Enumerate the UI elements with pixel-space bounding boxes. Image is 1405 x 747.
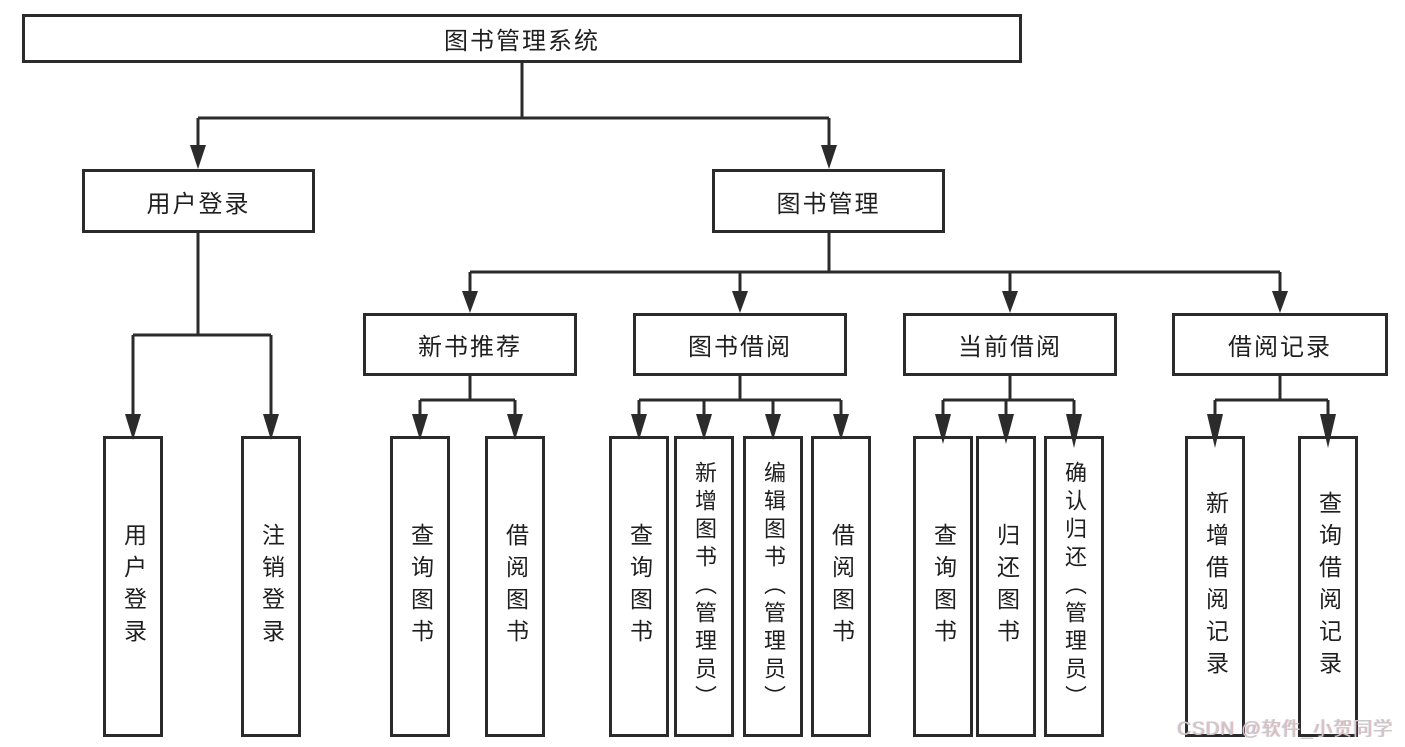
leaf-label: 借阅图书 (828, 522, 855, 651)
leaf-label: 查询借阅记录 (1315, 490, 1342, 683)
node-label: 借阅记录 (1228, 334, 1332, 361)
leaf-label: 查询图书 (626, 522, 653, 651)
arrow-down-icon (732, 291, 748, 313)
arrow-down-icon (462, 291, 478, 313)
node-label: 用户登录 (146, 190, 251, 218)
leaf-borrow-books-recommend: 借阅图书 (485, 436, 545, 737)
arrow-down-icon (190, 145, 206, 169)
leaf-add-borrow-record: 新增借阅记录 (1185, 436, 1245, 737)
leaf-label: 用户登录 (120, 522, 147, 651)
leaf-query-books-current: 查询图书 (913, 436, 973, 737)
node-book-borrow: 图书借阅 (633, 313, 847, 376)
leaf-query-borrow-record: 查询借阅记录 (1298, 436, 1358, 737)
leaf-label: 确认归还（管理员） (1062, 460, 1087, 713)
node-user-login: 用户登录 (82, 169, 315, 233)
leaf-return-book: 归还图书 (976, 436, 1036, 737)
leaf-borrow-books: 借阅图书 (811, 436, 871, 737)
arrow-down-icon (1272, 291, 1288, 313)
watermark: CSDN @软件_小贺同学 (1177, 719, 1393, 740)
arrow-down-icon (821, 145, 837, 169)
leaf-confirm-return-admin: 确认归还（管理员） (1044, 436, 1104, 737)
connector-book-management (468, 233, 1282, 293)
leaf-label: 新增借阅记录 (1202, 490, 1229, 683)
node-label: 图书借阅 (688, 334, 792, 361)
leaf-query-books-borrow: 查询图书 (609, 436, 669, 737)
connector-root (196, 63, 831, 147)
node-new-book-recommend: 新书推荐 (363, 313, 577, 376)
leaf-add-book-admin: 新增图书（管理员） (674, 436, 734, 737)
leaf-label: 借阅图书 (502, 522, 529, 651)
node-label: 图书管理系统 (444, 28, 600, 55)
leaf-query-books-recommend: 查询图书 (390, 436, 450, 737)
connector-user-login (131, 233, 273, 416)
node-library-management-system: 图书管理系统 (22, 14, 1022, 63)
leaf-label: 新增图书（管理员） (692, 460, 717, 713)
connector-book-borrow (637, 376, 843, 416)
leaf-user-login: 用户登录 (103, 436, 163, 737)
node-label: 新书推荐 (418, 334, 522, 361)
connector-new-book (418, 376, 517, 416)
node-borrow-records: 借阅记录 (1172, 313, 1388, 376)
leaf-label: 编辑图书（管理员） (761, 460, 786, 713)
leaf-edit-book-admin: 编辑图书（管理员） (743, 436, 803, 737)
node-label: 当前借阅 (958, 334, 1062, 361)
connector-borrow-records (1213, 376, 1330, 416)
node-label: 图书管理 (776, 190, 881, 218)
arrow-down-icon (1002, 291, 1018, 313)
leaf-logout: 注销登录 (241, 436, 301, 737)
node-book-management: 图书管理 (712, 169, 945, 233)
node-current-borrow: 当前借阅 (903, 313, 1117, 376)
leaf-label: 注销登录 (258, 522, 285, 651)
leaf-label: 归还图书 (993, 522, 1020, 651)
leaf-label: 查询图书 (407, 522, 434, 651)
connector-current-borrow (941, 376, 1076, 416)
leaf-label: 查询图书 (930, 522, 957, 651)
